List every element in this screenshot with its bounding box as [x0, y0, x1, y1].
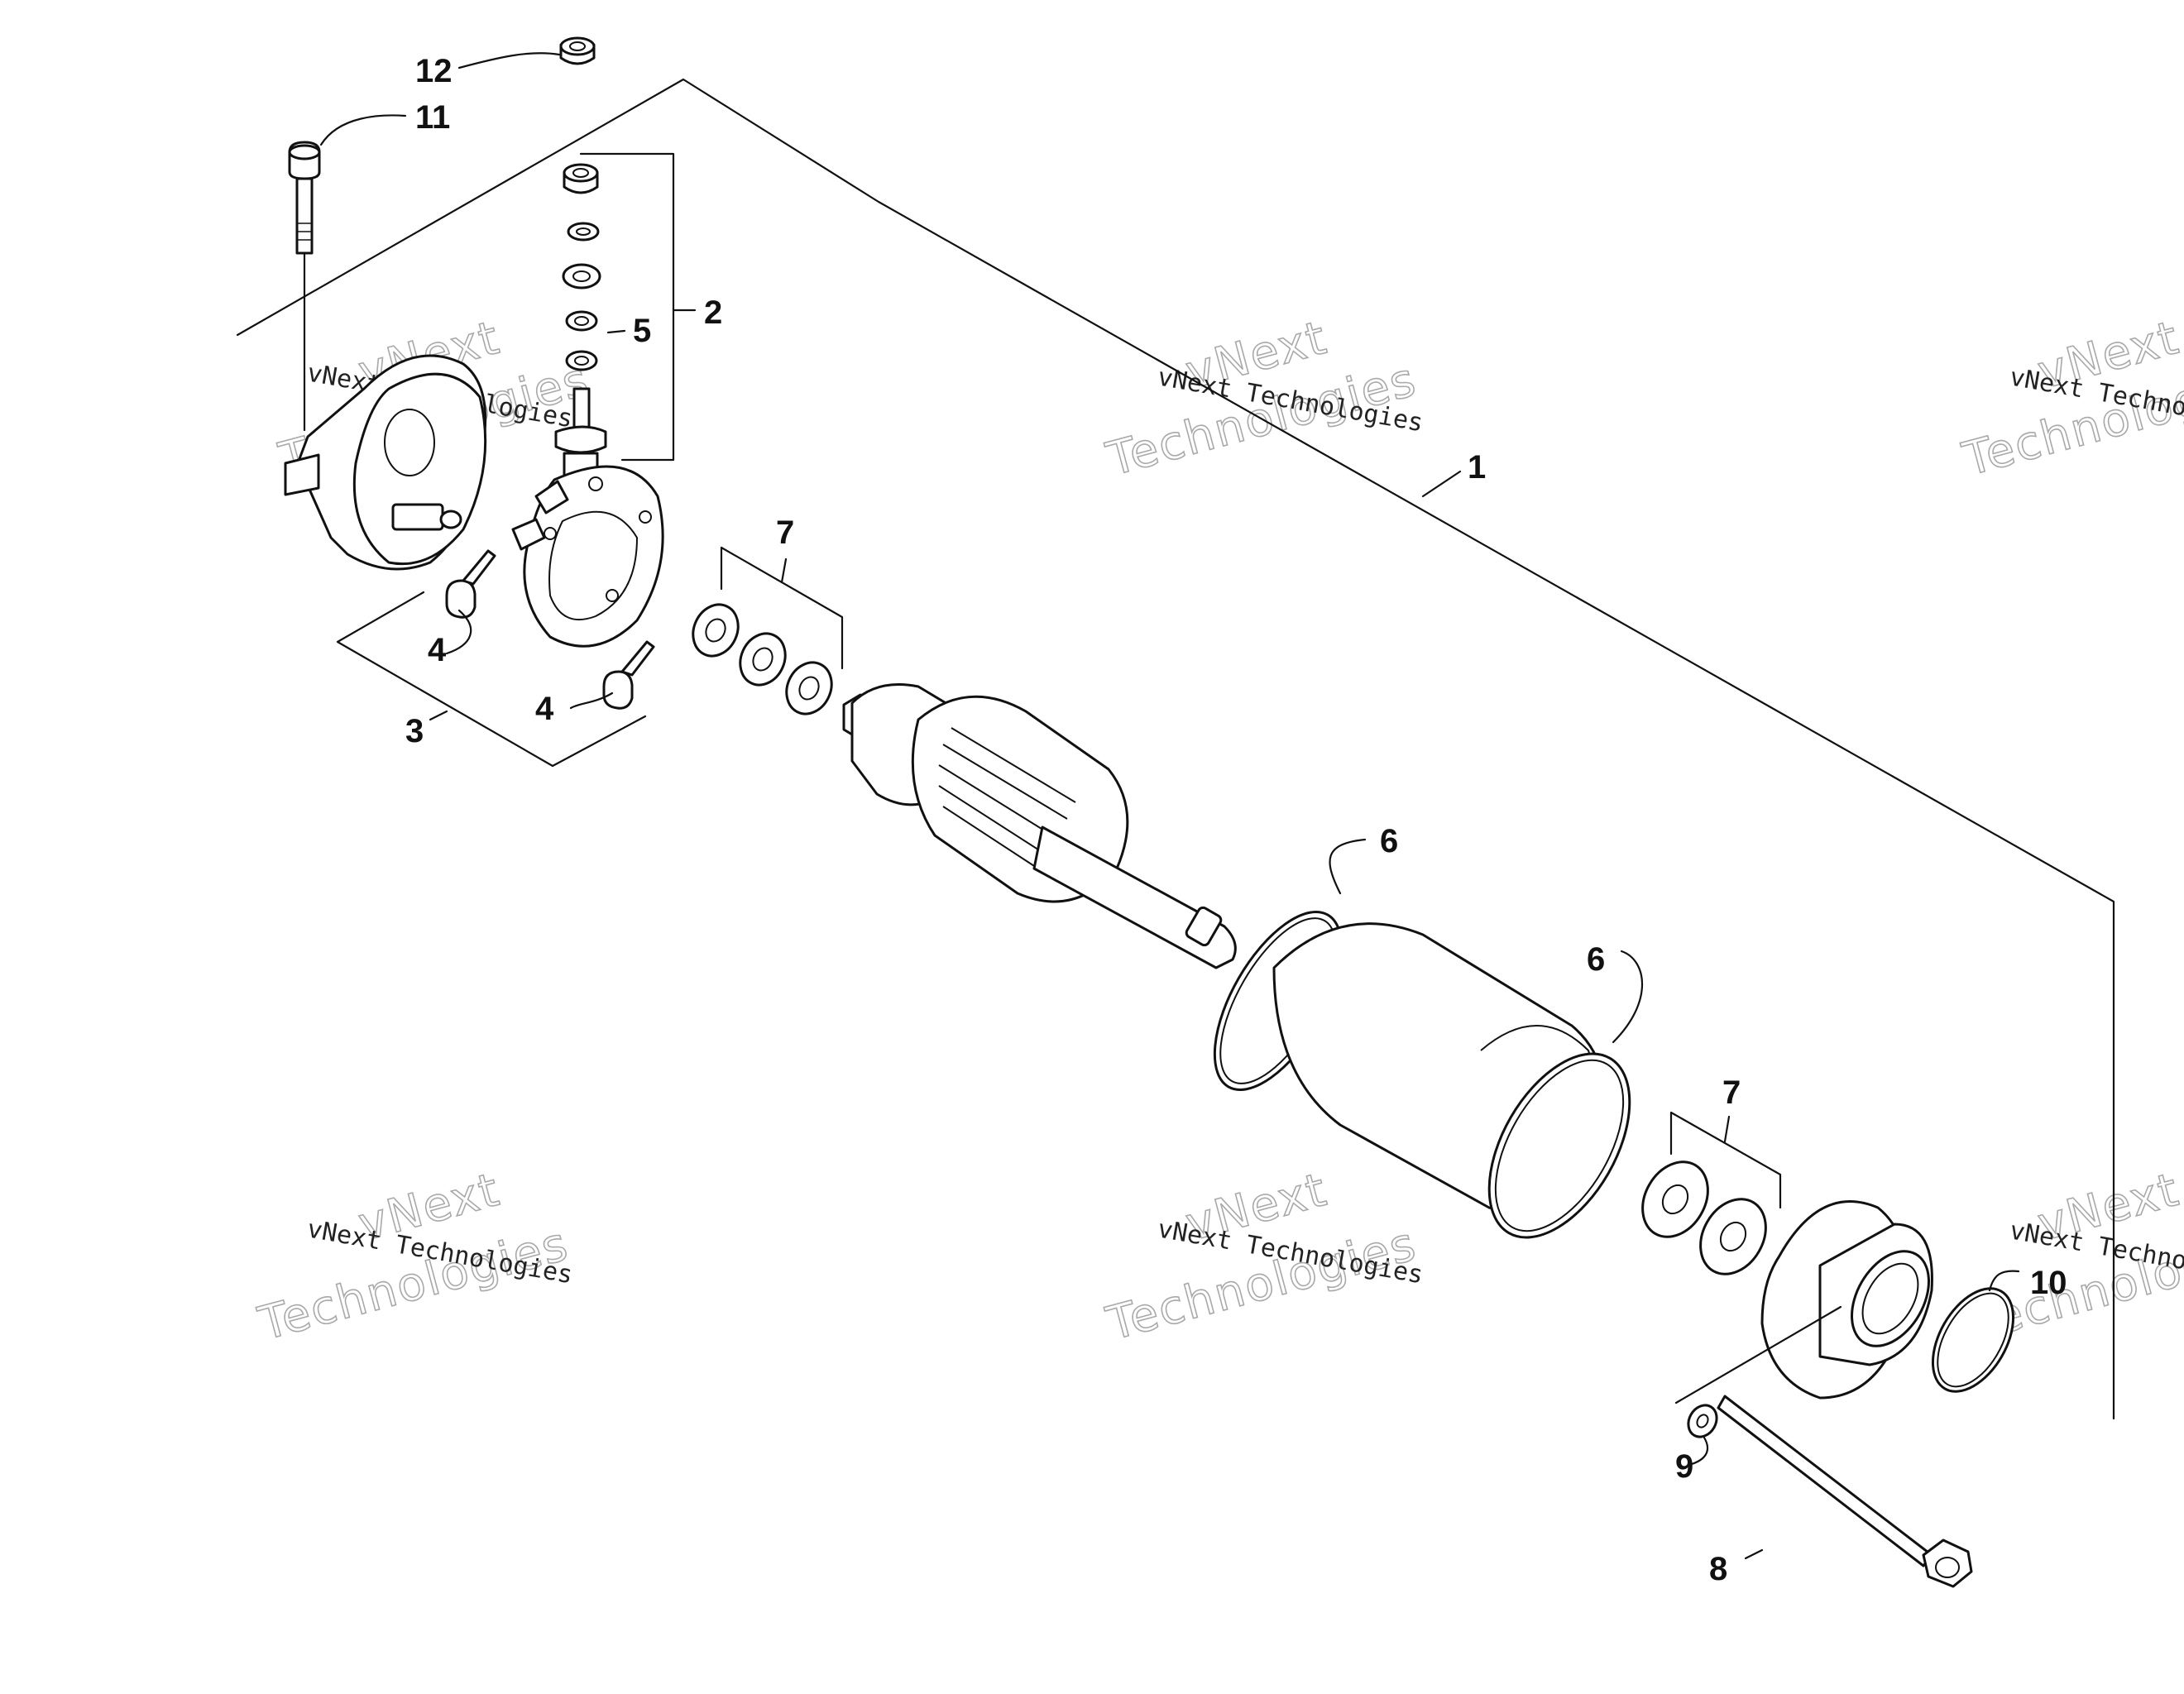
leader-6a — [1329, 838, 1367, 895]
o-ring-6b — [1487, 1052, 1631, 1239]
leader-10 — [1988, 1270, 2020, 1292]
watermark-top-right: Technologies vNext vNext Technologies — [1956, 310, 2184, 488]
through-bolt-8 — [1717, 1395, 1973, 1588]
callout-3: 3 — [405, 713, 424, 749]
callout-6b: 6 — [1587, 941, 1605, 978]
washer-9 — [1687, 1404, 1718, 1438]
callout-4b: 4 — [535, 691, 554, 727]
leader-12 — [457, 52, 561, 69]
leader-4b — [569, 691, 614, 710]
brush-clip-4b — [602, 640, 655, 710]
terminal-stack-2 — [554, 163, 607, 480]
callout-12: 12 — [415, 53, 453, 89]
bracket-2 — [579, 152, 675, 462]
callout-9: 9 — [1675, 1448, 1693, 1485]
nut-12 — [559, 36, 596, 65]
callout-5: 5 — [633, 313, 651, 349]
brush-plate — [511, 465, 664, 648]
callout-7b: 7 — [1722, 1074, 1741, 1111]
assembly-bracket — [236, 78, 2115, 1420]
watermark-bottom-left: Technologies vNext vNext Technologies — [252, 1162, 575, 1352]
callout-1: 1 — [1468, 449, 1486, 486]
bracket-8 — [1674, 1305, 1842, 1404]
callout-4a: 4 — [428, 632, 447, 668]
drive-end-cover — [1760, 1200, 1933, 1400]
washer-set-7b — [1641, 1160, 1767, 1275]
leader-4a — [445, 609, 472, 655]
callout-10: 10 — [2030, 1265, 2067, 1301]
bracket-7b — [1669, 1111, 1782, 1209]
watermark-bottom-center: Technologies vNext vNext Technologies — [1100, 1162, 1425, 1352]
o-ring-10 — [1931, 1287, 2015, 1393]
leader-6b — [1612, 950, 1643, 1044]
callout-6a: 6 — [1380, 823, 1398, 859]
armature — [842, 683, 1237, 969]
brush-clip-4a — [445, 549, 496, 619]
bracket-3 — [336, 591, 647, 768]
leader-5 — [606, 329, 626, 334]
callout-8: 8 — [1709, 1551, 1727, 1587]
callout-11: 11 — [415, 99, 450, 136]
leader-11 — [319, 114, 407, 146]
washer-set-7a — [692, 603, 833, 715]
bolt-11 — [288, 141, 321, 432]
watermark-top-center: Technologies vNext vNext Technologies — [1100, 310, 1425, 488]
end-housing — [284, 354, 487, 571]
callout-7a: 7 — [776, 514, 794, 551]
leader-9 — [1690, 1436, 1709, 1466]
callout-2: 2 — [704, 294, 722, 331]
